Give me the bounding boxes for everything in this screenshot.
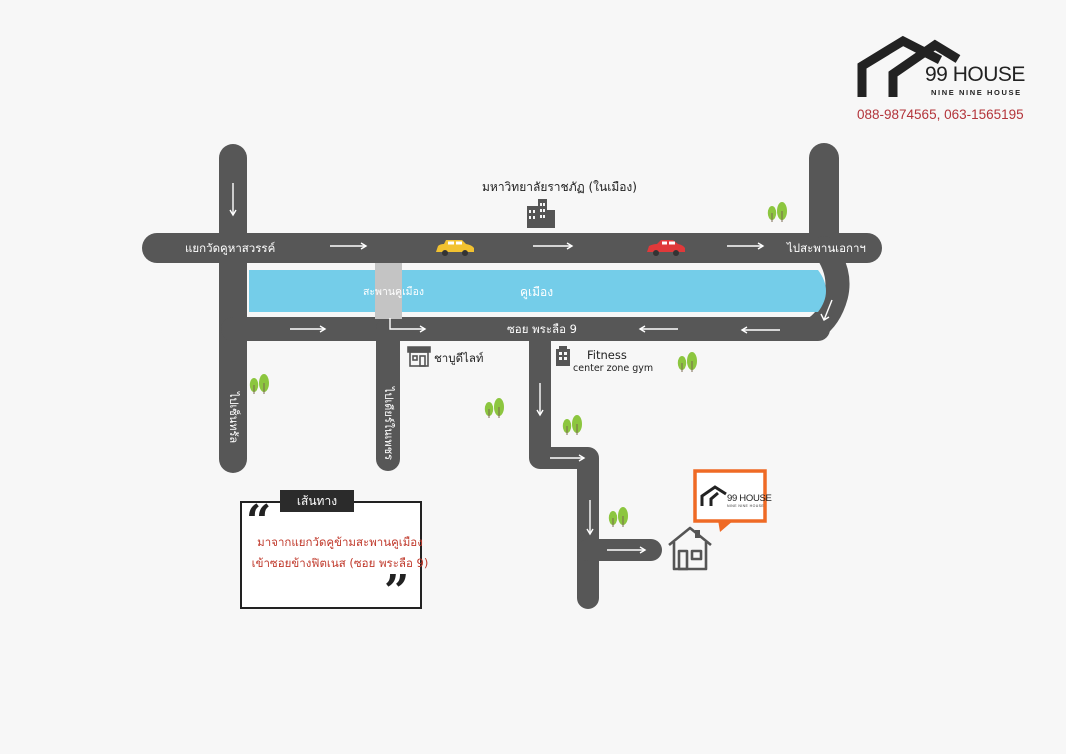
route-note-line2: เข้าซอยข้างฟิตเนส (ซอย พระลือ 9) [251,556,429,570]
logo-roof-icon [857,35,961,97]
arrow-icon [533,242,574,250]
label-shabu: ชาบูดีไลท์ [434,351,483,365]
pin-brand-name: 99 HOUSE [727,493,772,504]
label-fitness-2: center zone gym [573,363,653,374]
tree-icon [677,352,697,372]
label-fitness-1: Fitness [587,348,627,362]
brand-name: 99 HOUSE [925,63,1025,86]
tree-icon [249,374,269,394]
brand-phone-numbers: 088-9874565, 063-1565195 [857,107,1024,122]
label-to-bridge: ไปสะพานเอกาฯ [786,241,866,255]
route-note-title: เส้นทาง [280,490,354,512]
moat [249,263,826,319]
shop-icon [407,346,431,367]
label-road-mid: ไปเดียร์ในเพชร [382,386,395,460]
arrow-icon [586,500,594,536]
open-quote-icon: “ [246,496,272,547]
fitness-building-icon [556,346,570,366]
direction-arrows [229,183,833,554]
arrow-icon [740,326,780,334]
pin-brand-tagline: NINE NINE HOUSE [727,504,765,508]
arrow-icon [536,383,544,417]
car-icon [436,240,474,256]
close-quote-icon: ” [384,566,410,617]
route-note-line1: มาจากแยกวัดคูข้ามสะพานคูเมือง [257,535,423,549]
building-icon [527,199,555,228]
arrow-icon [389,318,427,333]
tree-icon [484,398,504,418]
tree-icon [562,415,582,435]
arrow-icon [727,242,765,250]
map-labels: มหาวิทยาลัยราชภัฏ (ในเมือง) แยกวัดคูหาสว… [185,180,866,460]
label-moat: คูเมือง [520,285,553,300]
label-bridge: สะพานคูเมือง [363,285,424,298]
house-icon [668,526,712,571]
route-note-box [240,501,422,609]
trees [249,202,787,527]
arrow-icon [607,546,647,554]
arrow-icon [820,299,833,321]
car-icon [647,240,685,256]
arrow-icon [550,454,586,462]
label-university: มหาวิทยาลัยราชภัฏ (ในเมือง) [482,180,637,194]
tree-icon [608,507,628,527]
route-note-text: มาจากแยกวัดคูข้ามสะพานคูเมือง เข้าซอยข้า… [250,532,430,574]
brand-tagline: NINE NINE HOUSE [931,88,1022,97]
label-road-left: ไปเซ็นทรัล [227,391,241,443]
arrow-icon [638,325,678,333]
bridge-shape [375,263,402,319]
location-pin [693,469,767,532]
arrow-icon [229,183,237,217]
label-intersection-wat: แยกวัดคูหาสวรรค์ [185,241,275,255]
label-soi: ซอย พระลือ 9 [507,322,577,336]
arrow-icon [330,242,368,250]
arrow-icon [290,325,327,333]
tree-icon [767,202,787,222]
pin-logo-roof-icon [700,485,727,506]
